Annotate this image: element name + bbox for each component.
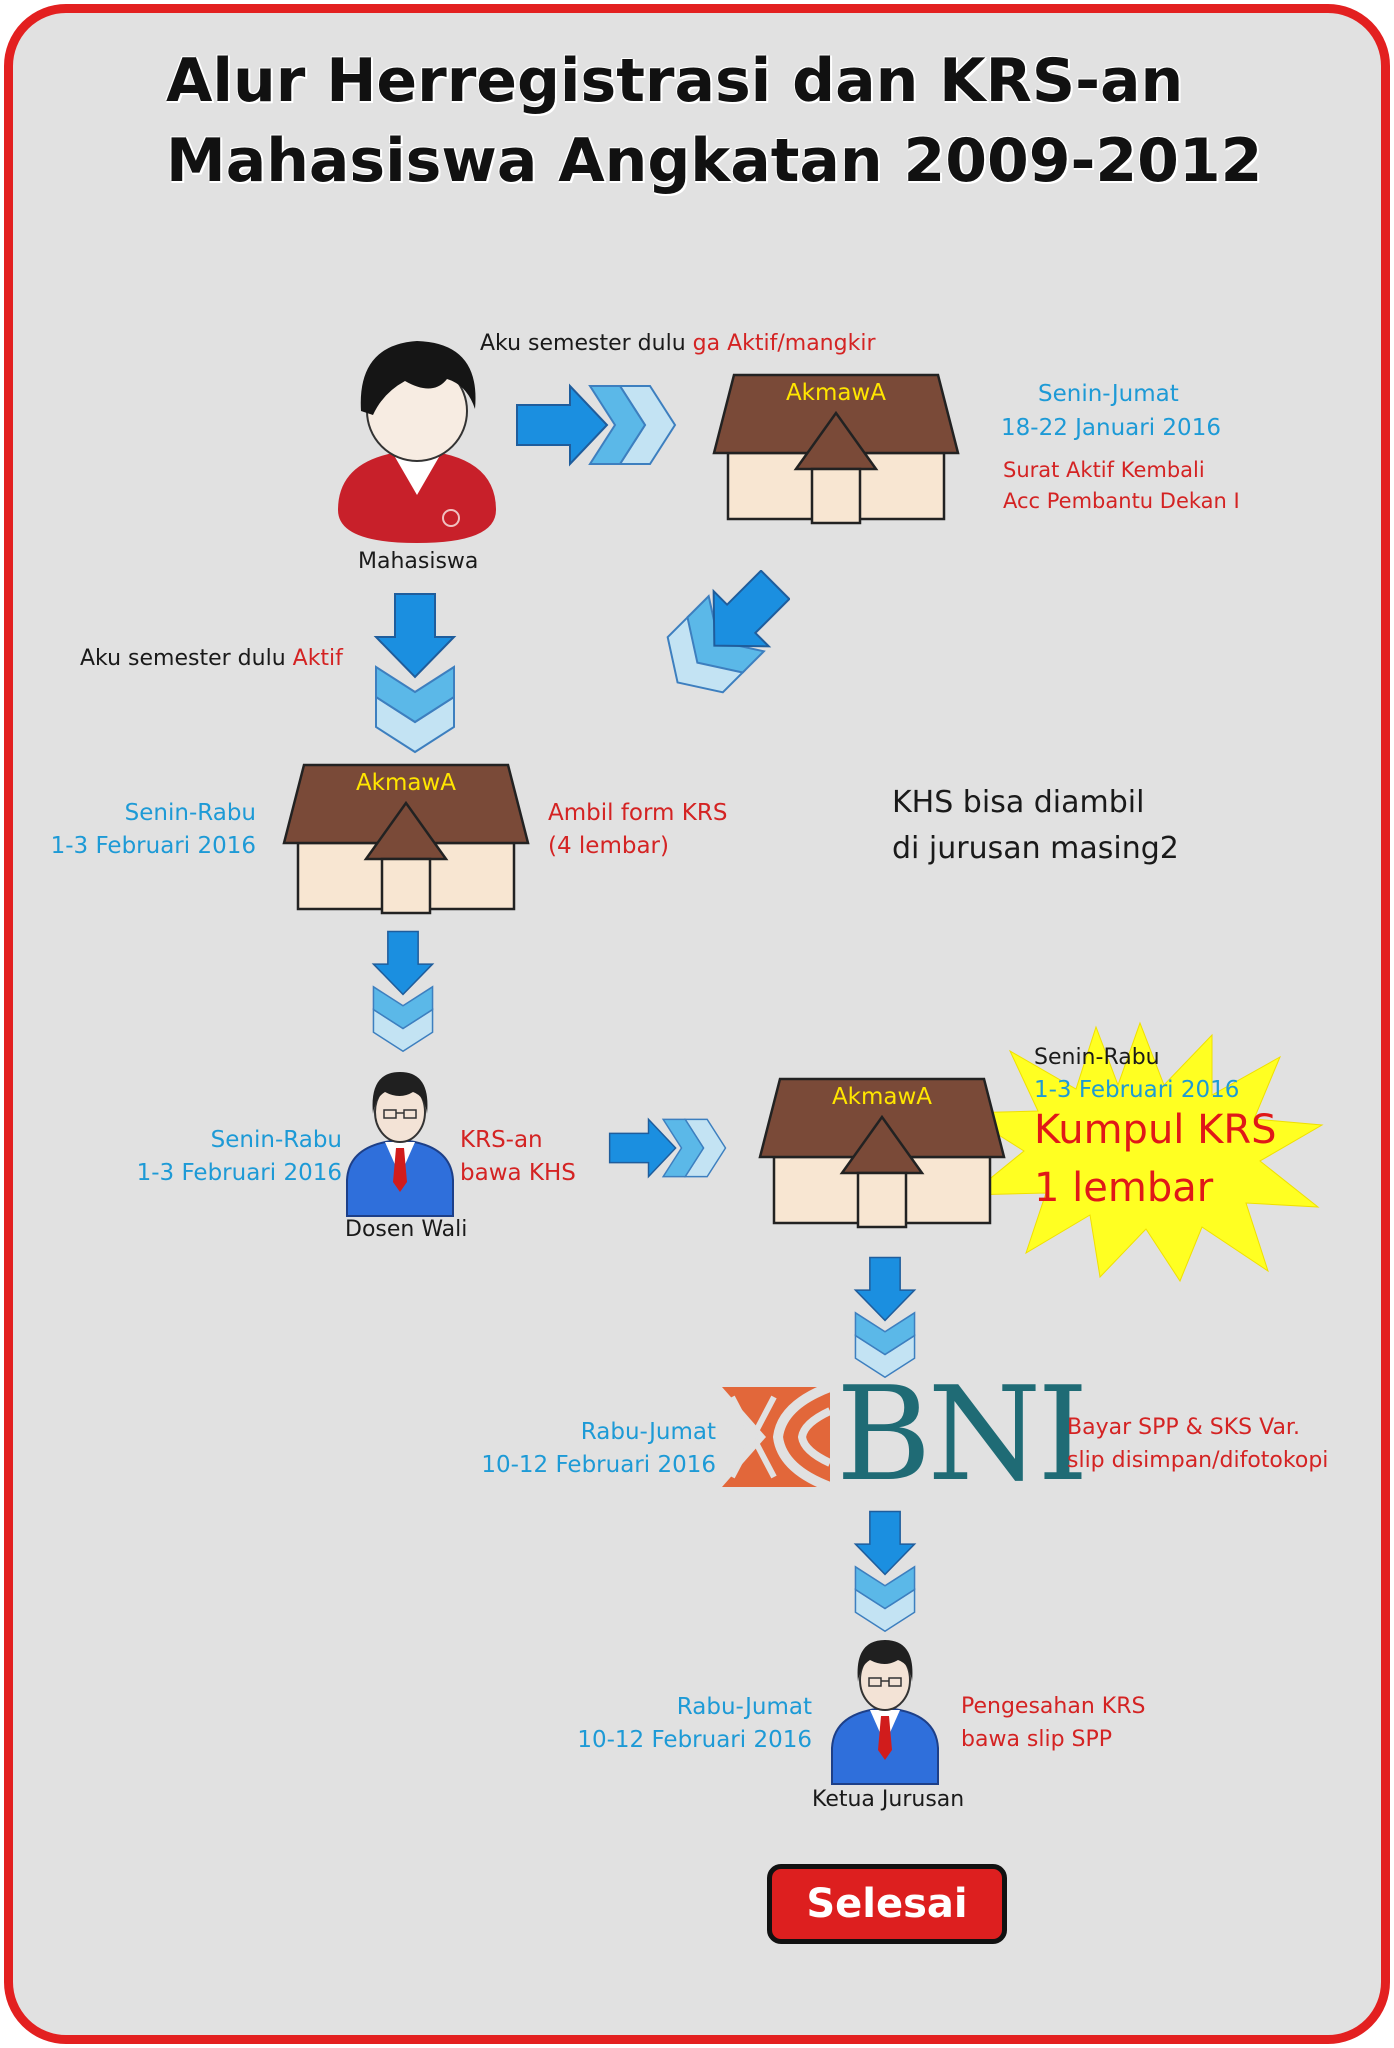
step3-task-line1: KRS-an [460, 1127, 543, 1153]
step4-task-line2: 1 lembar [1034, 1165, 1214, 1211]
bni-logo-icon [722, 1385, 832, 1490]
step5-schedule-date: 10-12 Februari 2016 [481, 1452, 716, 1478]
step5-task-line2: slip disimpan/difotokopi [1067, 1448, 1329, 1473]
step4-task-line1: Kumpul KRS [1034, 1107, 1277, 1153]
title-line-2: Mahasiswa Angkatan 2009-2012 [166, 126, 1263, 196]
step2-task-line2: (4 lembar) [548, 833, 669, 859]
akmawa-building-icon: AkmawA [712, 373, 960, 525]
triple-chevron-arrow-down-icon [853, 1510, 917, 1633]
student-avatar-icon [338, 341, 496, 543]
step5-schedule-day: Rabu-Jumat [580, 1419, 716, 1445]
step3-task-line2: bawa KHS [460, 1160, 576, 1186]
office-label: AkmawA [832, 1084, 932, 1110]
step4-schedule-date: 1-3 Februari 2016 [1034, 1077, 1240, 1103]
lecturer-label: Dosen Wali [345, 1217, 468, 1242]
office-label: AkmawA [356, 770, 456, 796]
step2-schedule-day: Senin-Rabu [124, 800, 256, 826]
bni-logo-text: BNI [836, 1358, 1089, 1510]
step2-note-prefix: Aku semester dulu [80, 646, 293, 671]
step1-note-prefix: Aku semester dulu [480, 331, 693, 356]
triple-chevron-arrow-right-icon [608, 1117, 727, 1179]
step1-task-line1: Surat Aktif Kembali [1003, 458, 1205, 482]
finish-badge: Selesai [767, 1864, 1007, 1944]
step1-task-line2: Acc Pembantu Dekan I [1003, 489, 1240, 513]
step5-task-line1: Bayar SPP & SKS Var. [1067, 1415, 1300, 1440]
akmawa-building-icon: AkmawA [758, 1077, 1006, 1229]
lecturer-avatar-icon [346, 1072, 454, 1217]
step2-schedule-date: 1-3 Februari 2016 [50, 833, 256, 859]
title-line-1: Alur Herregistrasi dan KRS-an [166, 46, 1184, 116]
step6-schedule-day: Rabu-Jumat [676, 1694, 812, 1720]
starburst-highlight-icon [962, 1021, 1324, 1283]
lecturer-avatar-icon [831, 1640, 939, 1785]
poster-frame [4, 4, 1390, 2044]
khs-note-line1: KHS bisa diambil [892, 785, 1145, 820]
step2-note-highlight: Aktif [292, 646, 343, 671]
step6-schedule-date: 10-12 Februari 2016 [577, 1727, 812, 1753]
step3-schedule-day: Senin-Rabu [210, 1127, 342, 1153]
head-of-department-label: Ketua Jurusan [812, 1787, 965, 1812]
office-label: AkmawA [786, 380, 886, 406]
step3-schedule-date: 1-3 Februari 2016 [136, 1160, 342, 1186]
step2-task-line1: Ambil form KRS [548, 800, 728, 826]
step1-schedule-day: Senin-Jumat [1038, 381, 1179, 407]
triple-chevron-arrow-down-icon [371, 930, 435, 1053]
step4-schedule-day: Senin-Rabu [1034, 1045, 1160, 1070]
step6-task-line1: Pengesahan KRS [961, 1694, 1146, 1719]
step2-note: Aku semester dulu Aktif [80, 645, 343, 673]
step1-note-highlight: ga Aktif/mangkir [692, 331, 876, 356]
triple-chevron-arrow-down-icon [373, 593, 457, 754]
khs-note-line2: di jurusan masing2 [892, 831, 1179, 866]
student-label: Mahasiswa [358, 549, 479, 574]
triple-chevron-arrow-diagonal-icon [666, 570, 790, 694]
step6-task-line2: bawa slip SPP [961, 1727, 1113, 1752]
akmawa-building-icon: AkmawA [282, 763, 530, 915]
step1-schedule-date: 18-22 Januari 2016 [1001, 415, 1221, 441]
step1-note: Aku semester dulu ga Aktif/mangkir [480, 330, 875, 358]
triple-chevron-arrow-right-icon [516, 383, 677, 467]
triple-chevron-arrow-down-icon [853, 1256, 917, 1379]
